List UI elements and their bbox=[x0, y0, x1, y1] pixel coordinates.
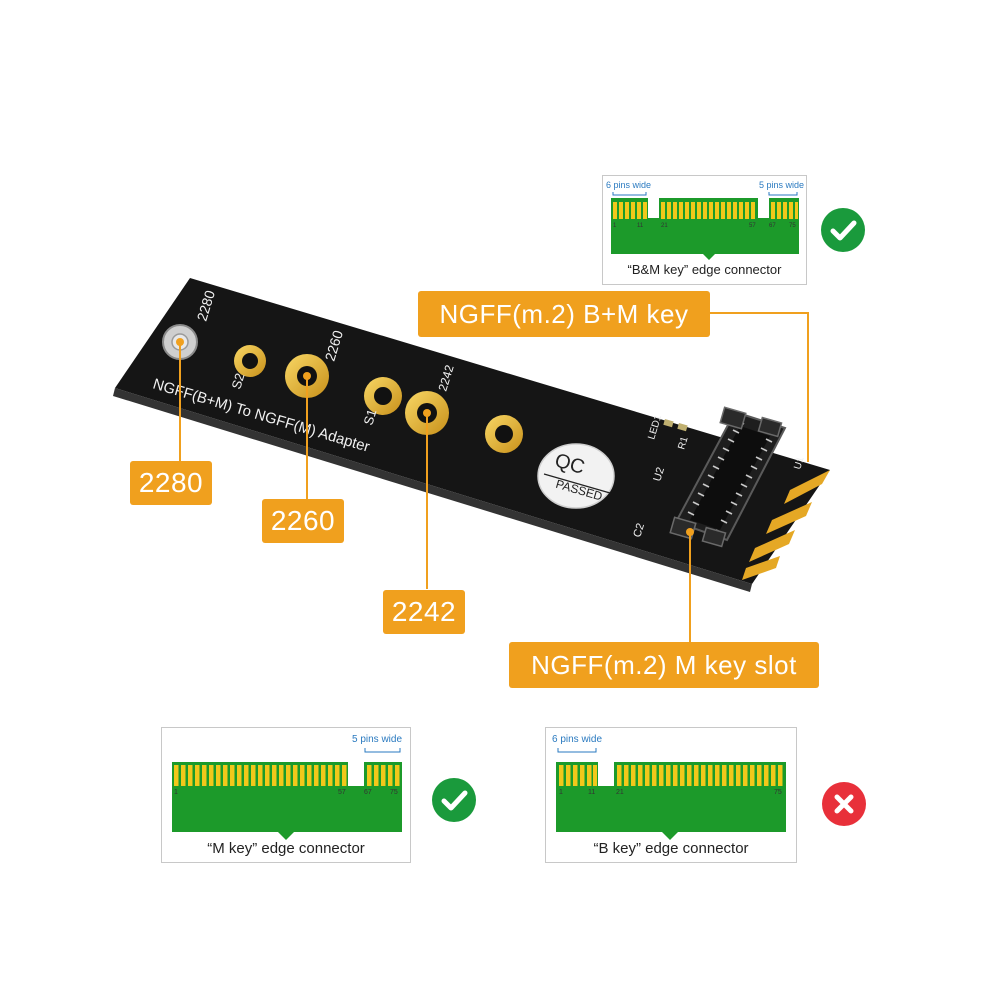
m-key-check-icon bbox=[432, 778, 476, 822]
m-key-card: 5 pins wide 1 57 67 75 “M key” edge conn… bbox=[161, 727, 411, 863]
bm-right-width-label: 5 pins wide bbox=[759, 180, 804, 190]
b-pin-11: 11 bbox=[588, 789, 595, 796]
m-key-connector-diagram: 5 pins wide 1 57 67 75 bbox=[172, 734, 402, 840]
b-key-connector-diagram: 6 pins wide 1 11 21 75 bbox=[552, 734, 786, 840]
bm-pin-21: 21 bbox=[661, 223, 668, 229]
mount-hole-s2 bbox=[234, 345, 266, 377]
m-pin-67: 67 bbox=[364, 789, 372, 796]
bm-pin-1: 1 bbox=[613, 223, 617, 229]
silk-u2: U2 bbox=[651, 466, 667, 483]
b-left-width-label: 6 pins wide bbox=[552, 734, 602, 745]
silk-r1: R1 bbox=[676, 435, 690, 451]
m-key-slot-connector bbox=[669, 406, 787, 548]
silk-s1: S1 bbox=[361, 407, 380, 427]
callout-2242: 2242 bbox=[383, 590, 465, 634]
leader-bm-key bbox=[708, 312, 809, 462]
bm-key-card: 6 pins wide 5 pins wide 1 11 21 57 67 75… bbox=[602, 175, 807, 285]
b-key-card: 6 pins wide 1 11 21 75 “B key” edge conn… bbox=[545, 727, 797, 863]
m-key-caption: “M key” edge connector bbox=[207, 840, 365, 857]
bm-key-connector-diagram: 6 pins wide 5 pins wide 1 11 21 57 67 75 bbox=[606, 180, 804, 260]
silk-s2: S2 bbox=[229, 371, 248, 391]
bm-key-caption: “B&M key” edge connector bbox=[627, 262, 782, 277]
b-pin-1: 1 bbox=[559, 789, 563, 796]
bm-pin-75: 75 bbox=[789, 223, 796, 229]
callout-2280: 2280 bbox=[130, 461, 212, 505]
bm-pin-67: 67 bbox=[769, 223, 776, 229]
b-pin-75: 75 bbox=[774, 789, 782, 796]
m-right-width-label: 5 pins wide bbox=[352, 734, 402, 745]
b-key-caption: “B key” edge connector bbox=[593, 840, 749, 857]
leader-lines bbox=[179, 312, 809, 644]
m-key-pins bbox=[174, 765, 400, 786]
callout-bm-key: NGFF(m.2) B+M key bbox=[418, 291, 710, 337]
b-key-pins bbox=[559, 765, 783, 786]
mount-hole-s1 bbox=[364, 377, 402, 415]
bm-pin-57: 57 bbox=[749, 223, 756, 229]
b-pin-21: 21 bbox=[616, 789, 624, 796]
silk-c2: C2 bbox=[631, 522, 647, 539]
m-pin-1: 1 bbox=[174, 789, 178, 796]
mount-hole-extra bbox=[485, 415, 523, 453]
b-key-cross-icon bbox=[822, 782, 866, 826]
callout-m-key-slot: NGFF(m.2) M key slot bbox=[509, 642, 819, 688]
bm-key-check-icon bbox=[821, 208, 865, 252]
m-pin-75: 75 bbox=[390, 789, 398, 796]
m-pin-57: 57 bbox=[338, 789, 346, 796]
edge-fingers bbox=[742, 470, 830, 580]
bm-pin-11: 11 bbox=[637, 223, 644, 229]
adapter-board bbox=[113, 278, 830, 592]
callout-2260: 2260 bbox=[262, 499, 344, 543]
bm-left-width-label: 6 pins wide bbox=[606, 180, 651, 190]
silk-u1: U1 bbox=[792, 455, 806, 471]
qc-passed-sticker: QC PASSED bbox=[537, 443, 615, 509]
